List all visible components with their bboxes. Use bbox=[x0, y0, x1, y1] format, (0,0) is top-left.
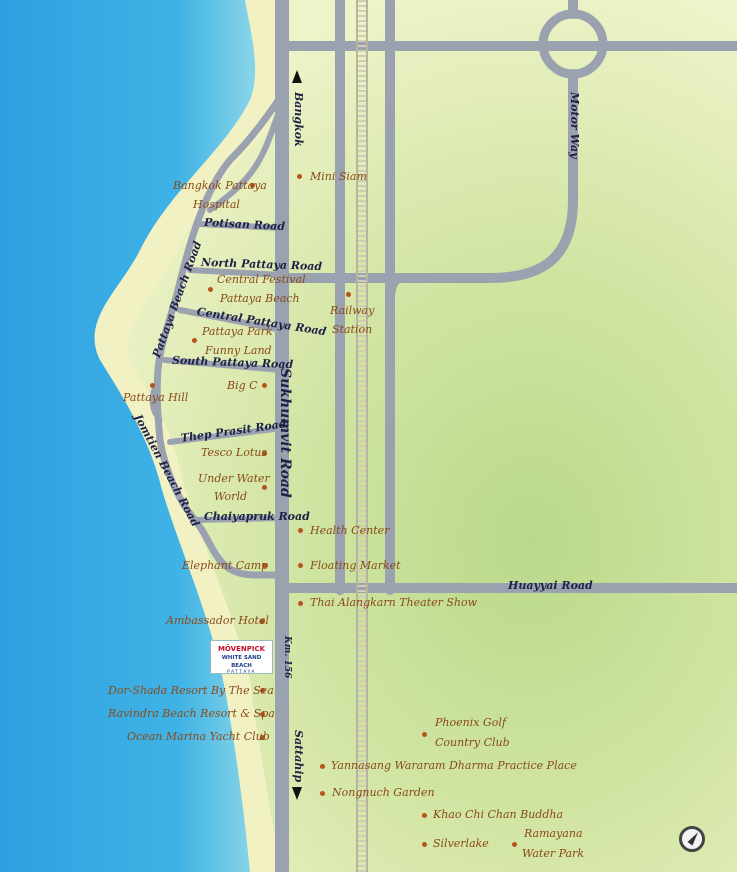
poi-dot-ramayana bbox=[512, 842, 517, 847]
potisan-road-line bbox=[197, 221, 285, 231]
sea bbox=[0, 0, 256, 872]
poi-dot-dor-shada bbox=[260, 688, 265, 693]
motorway-line bbox=[277, 69, 578, 283]
poi-dot-pattaya-park bbox=[192, 338, 197, 343]
road-label-chaiyapruk: Chaiyapruk Road bbox=[204, 510, 310, 523]
poi-dot-tesco bbox=[262, 451, 267, 456]
poi-dot-thai-alangkarn bbox=[298, 601, 303, 606]
poi-dot-underwater bbox=[262, 485, 267, 490]
poi-floating-market: Floating Market bbox=[310, 559, 401, 572]
poi-central-festival-2: Pattaya Beach bbox=[220, 292, 300, 305]
poi-dot-khao-chi-chan bbox=[422, 813, 427, 818]
poi-pattaya-hill: Pattaya Hill bbox=[123, 391, 189, 404]
direction-sattahip: Sattahip bbox=[292, 730, 305, 783]
poi-nongnuch: Nongnuch Garden bbox=[332, 786, 435, 799]
poi-dot-mini-siam bbox=[297, 174, 302, 179]
poi-dot-railway bbox=[346, 292, 351, 297]
poi-railway-2: Station bbox=[332, 323, 373, 336]
poi-big-c: Big C bbox=[227, 379, 258, 392]
poi-dot-central-festival bbox=[208, 287, 213, 292]
pattaya-beach-road-line bbox=[153, 91, 286, 579]
poi-underwater-1: Under Water bbox=[198, 472, 270, 485]
pattaya-beach-road-inner bbox=[207, 102, 285, 213]
logo-line3: PATTAYA bbox=[227, 670, 256, 675]
poi-dot-health-center bbox=[298, 528, 303, 533]
poi-railway-1: Railway bbox=[330, 304, 375, 317]
poi-dot-yannasang bbox=[320, 764, 325, 769]
road-label-sukhumvit: Sukhumvit Road bbox=[277, 368, 293, 498]
poi-ocean-marina: Ocean Marina Yacht Club bbox=[127, 730, 270, 743]
poi-mini-siam: Mini Siam bbox=[310, 170, 367, 183]
poi-health-center: Health Center bbox=[310, 524, 390, 537]
road-label-huayyai: Huayyai Road bbox=[508, 579, 593, 592]
chaiyapruk-road-line bbox=[192, 515, 285, 523]
poi-dot-ravindra bbox=[260, 712, 265, 717]
poi-dot-bangkok-hospital bbox=[250, 183, 255, 188]
poi-tesco: Tesco Lotus bbox=[201, 446, 267, 459]
poi-phoenix-1: Phoenix Golf bbox=[435, 716, 506, 729]
poi-ravindra: Ravindra Beach Resort & Spa bbox=[108, 707, 275, 720]
poi-dot-nongnuch bbox=[320, 791, 325, 796]
thep-prasit-road-line bbox=[167, 425, 285, 445]
motorway-link bbox=[386, 274, 404, 304]
movenpick-logo: MÖVENPICK WHITE SAND BEACH PATTAYA bbox=[210, 640, 273, 675]
poi-bangkok-hospital-2: Hospital bbox=[193, 198, 240, 211]
poi-elephant-camp: Elephant Camp bbox=[182, 559, 269, 572]
poi-bangkok-hospital-1: Bangkok Pattaya bbox=[173, 179, 267, 192]
poi-ramayana-2: Water Park bbox=[522, 847, 584, 860]
poi-dot-pattaya-hill bbox=[150, 383, 155, 388]
poi-ramayana-1: Ramayana bbox=[524, 827, 583, 840]
poi-dot-silverlake bbox=[422, 842, 427, 847]
north-pattaya-road-line bbox=[187, 267, 285, 278]
poi-yannasang: Yannasang Wararam Dharma Practice Place bbox=[331, 759, 577, 772]
poi-central-festival-1: Central Festival bbox=[217, 273, 306, 286]
road-label-motorway: Motor Way bbox=[568, 92, 581, 159]
poi-dor-shada: Dor-Shada Resort By The Sea bbox=[108, 684, 274, 697]
poi-khao-chi-chan: Khao Chi Chan Buddha bbox=[433, 808, 564, 821]
poi-thai-alangkarn: Thai Alangkarn Theater Show bbox=[310, 596, 478, 609]
poi-silverlake: Silverlake bbox=[433, 837, 489, 850]
poi-phoenix-2: Country Club bbox=[435, 736, 510, 749]
compass-icon bbox=[679, 826, 705, 852]
poi-underwater-2: World bbox=[214, 490, 247, 503]
arrow-north-icon bbox=[292, 70, 302, 83]
poi-funny-land: Funny Land bbox=[205, 344, 272, 357]
direction-bangkok: Bangkok bbox=[292, 92, 305, 147]
arrow-south-icon bbox=[292, 787, 302, 800]
poi-dot-floating-market bbox=[298, 563, 303, 568]
poi-dot-elephant-camp bbox=[262, 563, 267, 568]
poi-dot-big-c bbox=[262, 383, 267, 388]
central-pattaya-road-line bbox=[177, 307, 285, 333]
poi-dot-phoenix bbox=[422, 732, 427, 737]
logo-line2: WHITE SAND BEACH bbox=[221, 655, 262, 669]
logo-brand: MÖVENPICK bbox=[217, 645, 266, 653]
poi-pattaya-park: Pattaya Park bbox=[202, 325, 273, 338]
railway-line bbox=[356, 0, 368, 872]
south-pattaya-road-line bbox=[162, 357, 285, 373]
poi-dot-ocean-marina bbox=[260, 735, 265, 740]
poi-ambassador: Ambassador Hotel bbox=[166, 614, 269, 627]
pattaya-hill-road bbox=[149, 377, 163, 423]
km-marker: Km. 156 bbox=[282, 636, 292, 679]
poi-dot-ambassador bbox=[260, 619, 265, 624]
